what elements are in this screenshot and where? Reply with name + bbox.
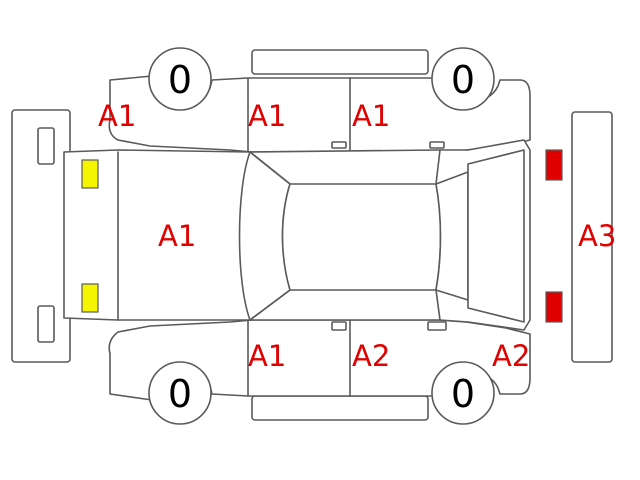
rear-top-wheel: 0: [431, 47, 495, 111]
rear-bottom-wheel: 0: [431, 361, 495, 425]
bottom-side-body: [108, 289, 531, 401]
rear-window: [435, 171, 469, 301]
rear-left-lamp: [545, 149, 563, 181]
grade-rear-door-bottom: A2: [352, 339, 390, 373]
front-bottom-wheel: 0: [148, 361, 212, 425]
front-bottom-tire-grade: 0: [168, 372, 192, 416]
rear-bottom-tire-grade: 0: [451, 372, 475, 416]
grade-rear-quarter-bottom: A2: [492, 339, 530, 373]
front-top-tire-grade: 0: [168, 58, 192, 102]
top-view-body: [63, 139, 531, 331]
top-side-sill: [251, 49, 429, 75]
grade-front-door-bottom: A1: [248, 339, 286, 373]
grade-front-door-top: A1: [248, 99, 286, 133]
grade-rear-bumper: A3: [578, 219, 616, 253]
trunk-lid: [467, 149, 525, 323]
front-right-lamp: [81, 283, 99, 313]
front-left-lamp: [81, 159, 99, 189]
rear-right-lamp: [545, 291, 563, 323]
top-side-body: [108, 75, 531, 185]
front-bumper: [11, 109, 71, 363]
rear-bumper: [571, 111, 613, 363]
bottom-side-sill: [251, 395, 429, 421]
grade-rear-door-top: A1: [352, 99, 390, 133]
roof-panel: [281, 183, 442, 291]
front-top-wheel: 0: [148, 47, 212, 111]
rear-top-tire-grade: 0: [451, 58, 475, 102]
grade-front-fender-top: A1: [98, 99, 136, 133]
grade-hood: A1: [158, 219, 196, 253]
